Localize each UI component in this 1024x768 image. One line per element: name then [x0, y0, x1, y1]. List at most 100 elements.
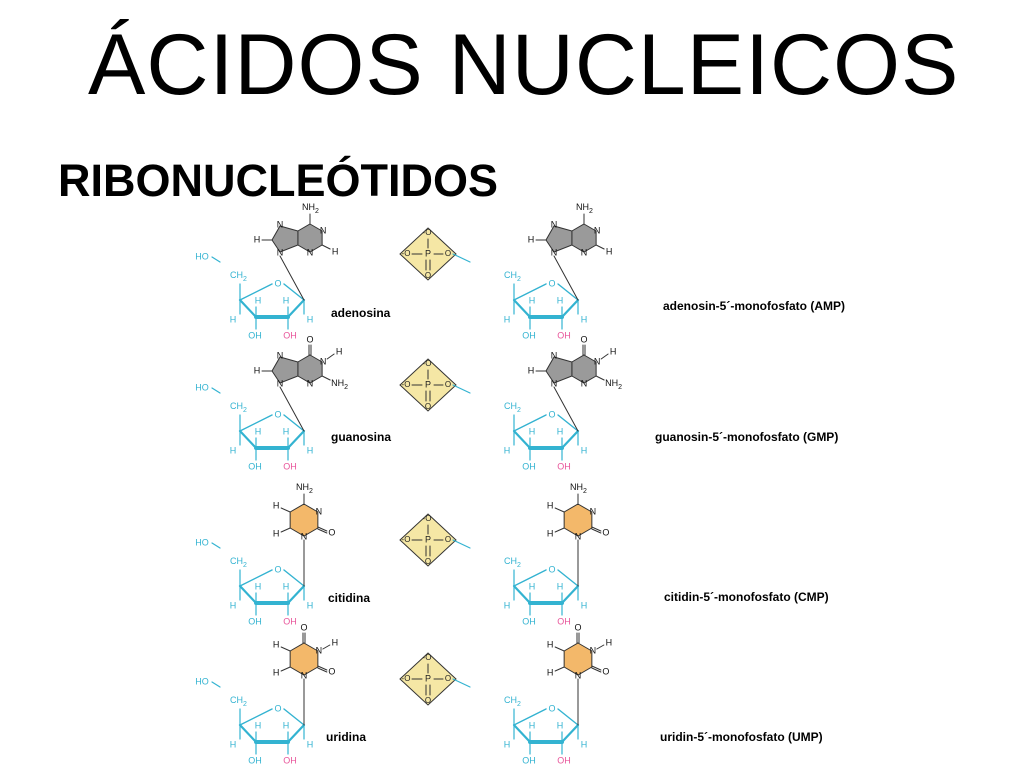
- ring-bond: [283, 708, 305, 726]
- bond: [554, 507, 565, 513]
- glycosidic-bond: [279, 255, 305, 301]
- ring-bond: [283, 569, 305, 587]
- ch2-label: CH2: [230, 270, 247, 282]
- bond: [280, 527, 291, 533]
- nitrogen-label: N: [307, 378, 314, 388]
- ring-bond: [560, 723, 580, 744]
- h-label: H: [332, 637, 339, 647]
- ring-bond: [557, 414, 579, 432]
- oh-label: OH: [248, 616, 262, 626]
- nitrogen-label: N: [316, 645, 323, 655]
- ring-bond: [238, 723, 258, 744]
- ring-oxygen-label: O: [548, 564, 555, 574]
- bond: [591, 665, 602, 671]
- h-label: H: [529, 581, 536, 591]
- oh-label: OH: [557, 616, 571, 626]
- nh2-label: NH2: [331, 378, 348, 390]
- ch2-label: CH2: [230, 695, 247, 707]
- ring-bond: [513, 569, 547, 587]
- oh-label: OH: [522, 755, 536, 765]
- bond: [321, 244, 331, 250]
- h-label: H: [547, 528, 554, 538]
- ring-bond: [512, 723, 532, 744]
- oxygen-label: O: [580, 334, 587, 344]
- h-label: H: [273, 667, 280, 677]
- bond: [321, 375, 331, 381]
- bond: [211, 681, 221, 688]
- h-label: H: [581, 739, 588, 749]
- nitrogen-label: N: [575, 670, 582, 680]
- nh2-label: NH2: [605, 378, 622, 390]
- h-label: H: [529, 295, 536, 305]
- oxygen-label: O: [574, 622, 581, 632]
- bond: [554, 527, 565, 533]
- oxygen-label: O: [300, 622, 307, 632]
- bond: [591, 528, 602, 534]
- h-label: H: [504, 600, 511, 610]
- bond: [554, 666, 565, 672]
- glycosidic-bond: [553, 386, 579, 432]
- bond: [317, 528, 328, 534]
- nucleotide-caption: guanosin-5´-monofosfato (GMP): [655, 430, 839, 444]
- bond: [317, 526, 328, 532]
- bond: [326, 353, 335, 360]
- nucleotide-caption: adenosin-5´-monofosfato (AMP): [663, 299, 845, 313]
- bond: [211, 256, 221, 263]
- bond: [211, 387, 221, 394]
- pentagon-ring: [545, 356, 573, 384]
- nitrogen-label: N: [575, 531, 582, 541]
- glycosidic-bond: [279, 386, 305, 432]
- bond: [595, 244, 605, 250]
- h-label: H: [307, 600, 314, 610]
- oxygen-label: -O: [402, 249, 411, 258]
- nitrogen-label: N: [590, 506, 597, 516]
- nitrogen-label: N: [277, 350, 284, 360]
- pentagon-ring: [271, 356, 299, 384]
- nitrogen-label: N: [551, 247, 558, 257]
- oh-label: OH: [522, 616, 536, 626]
- ho-label: HO: [195, 251, 209, 261]
- nitrogen-label: N: [277, 378, 284, 388]
- nucleotide-caption: uridin-5´-monofosfato (UMP): [660, 730, 823, 744]
- nucleoside-caption: guanosina: [331, 430, 392, 444]
- ring-bond: [239, 283, 273, 301]
- nitrogen-label: N: [551, 219, 558, 229]
- phosphorus-label: P: [425, 248, 431, 258]
- page-title: ÁCIDOS NUCLEICOS: [88, 17, 960, 113]
- ho-label: HO: [195, 537, 209, 547]
- h-label: H: [547, 639, 554, 649]
- nitrogen-label: N: [581, 247, 588, 257]
- oh-label: OH: [283, 330, 297, 340]
- oh-label: OH: [283, 461, 297, 471]
- bond: [591, 526, 602, 532]
- pentagon-ring: [545, 225, 573, 253]
- ch2-label: CH2: [504, 401, 521, 413]
- bond: [591, 667, 602, 673]
- phosphorus-label: P: [425, 673, 431, 683]
- bond: [280, 507, 291, 513]
- phosphoester-bond: [452, 253, 471, 263]
- nitrogen-label: N: [320, 356, 327, 366]
- h-label: H: [528, 234, 535, 244]
- h-label: H: [332, 246, 339, 256]
- ring-bond: [513, 283, 547, 301]
- oh-label: OH: [557, 461, 571, 471]
- nitrogen-label: N: [594, 225, 601, 235]
- nitrogen-label: N: [590, 645, 597, 655]
